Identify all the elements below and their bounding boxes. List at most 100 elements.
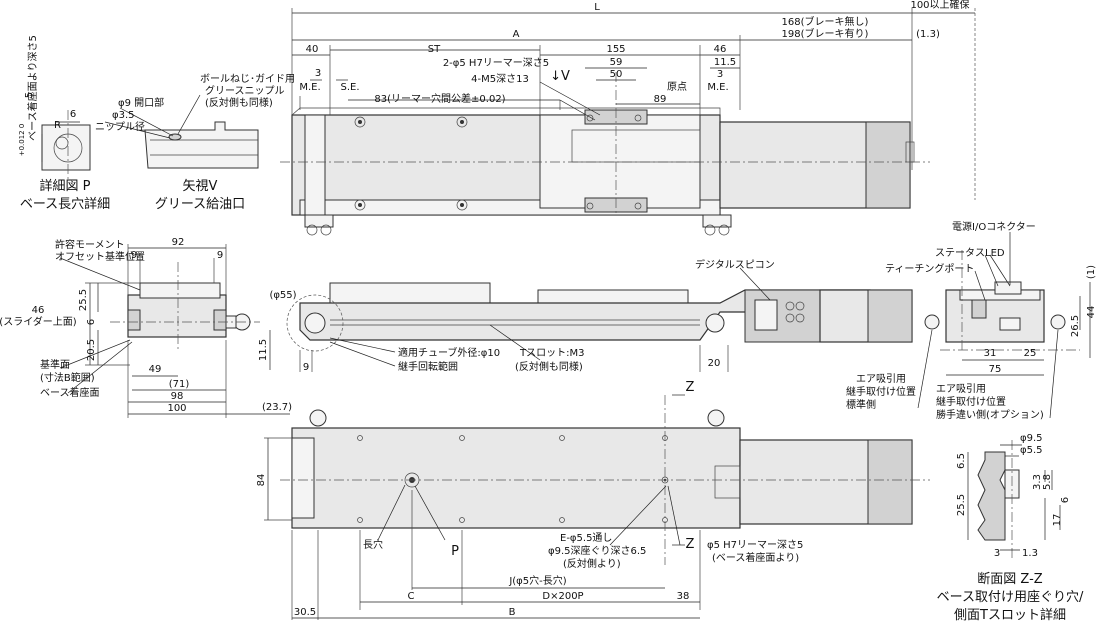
side-phi55: (φ55) [269, 290, 296, 301]
bottom-view [264, 394, 930, 620]
right-teaching: ティーチングポート [885, 262, 974, 275]
right-air2b: 継手取付け位置 [936, 395, 1006, 408]
end-view [59, 244, 290, 418]
end-dim-20-5: 20.5 [86, 339, 97, 361]
detail-p-5: 5 [24, 92, 35, 98]
end-dim-49: 49 [149, 364, 162, 375]
detail-p-title: 詳細図 P [40, 178, 91, 194]
detail-v-note3: (反対側も同様) [205, 96, 273, 109]
section-dim-6-5: 6.5 [956, 453, 967, 469]
dim-168: 168(ブレーキ無し) [782, 15, 869, 28]
section-dim-5-8: 5.8 [1042, 474, 1053, 490]
bottom-dim-J: J(φ5穴-長穴) [508, 574, 566, 587]
bottom-dim-30-5: 30.5 [294, 607, 316, 618]
section-title: 断面図 Z-Z [977, 572, 1043, 587]
reamer-tolerance: 83(リーマー穴間公差±0.02) [374, 92, 505, 105]
dim-11-5: 11.5 [714, 57, 736, 68]
dim-155: 155 [606, 44, 625, 55]
bottom-dim-D: D×200P [542, 591, 583, 602]
right-power: 電源I/Oコネクター [952, 220, 1036, 233]
dim-3-left: 3 [315, 68, 321, 79]
dim-1-3: (1.3) [916, 29, 940, 40]
detail-p-6: 6 [70, 109, 76, 120]
end-dim-100: 100 [167, 403, 186, 414]
detail-v-title: 矢視V [183, 179, 218, 194]
section-dim-3-3: 3.3 [1032, 474, 1043, 490]
dim-40: 40 [306, 44, 319, 55]
m5-note: 4-M5深さ13 [471, 73, 529, 85]
bottom-e-phi2: φ9.5深座ぐり深さ6.5 [548, 544, 646, 557]
detail-p [41, 110, 91, 180]
bottom-dim-C: C [408, 591, 415, 602]
detail-p-subtitle: ベース長穴詳細 [20, 196, 110, 212]
end-ref2: (寸法B範囲) [40, 371, 95, 384]
section-dim-3: 3 [994, 548, 1000, 559]
side-dim-20: 20 [708, 358, 721, 369]
dim-89: 89 [654, 94, 667, 105]
section-phi9-5: φ9.5 [1020, 433, 1043, 444]
bottom-z-bottom: Z [686, 537, 695, 552]
dim-59: 59 [610, 57, 623, 68]
right-dim-25: 25 [1024, 348, 1037, 359]
detail-v-note1: ボールねじ･ガイド用 [200, 73, 295, 85]
end-moment2: オフセット基準位置 [55, 250, 145, 263]
bottom-dim-B: B [509, 607, 516, 618]
reamer-note: 2-φ5 H7リーマー深さ5 [443, 57, 549, 69]
right-air1c: 標準側 [846, 398, 876, 411]
dim-50: 50 [610, 69, 623, 80]
end-dim-71: (71) [169, 379, 190, 390]
section-dim-1-3: 1.3 [1022, 548, 1038, 559]
origin-label: 原点 [667, 81, 687, 93]
side-rot-range: 継手回転範囲 [398, 360, 458, 373]
bottom-long-hole: 長穴 [363, 538, 383, 551]
bottom-e-phi3: (反対側より) [563, 557, 621, 570]
detail-v-note2: グリースニップル [205, 84, 285, 97]
detail-v-nipple: ニップル径 [95, 120, 145, 133]
end-dim-9b: 9 [217, 250, 223, 261]
side-tube: 適用チューブ外径:φ10 [398, 346, 500, 359]
dim-L: L [594, 2, 600, 13]
end-dim-6: 6 [86, 319, 97, 325]
end-dim-46: 46 [32, 305, 45, 316]
me-left: M.E. [299, 82, 320, 93]
side-tslot2: (反対側も同様) [515, 360, 583, 373]
dim-A: A [513, 29, 520, 40]
arrow-v: ↓V [550, 69, 570, 84]
me-right: M.E. [707, 82, 728, 93]
bottom-body [291, 427, 741, 529]
bottom-dim-84: 84 [256, 474, 267, 487]
section-subtitle1: ベース取付け用座ぐり穴/ [937, 590, 1084, 605]
bottom-z-top: Z [686, 380, 695, 395]
side-dim-9: 9 [303, 362, 309, 373]
end-base-seat: ベース着座面 [40, 386, 100, 399]
right-dim-44: 44 [1086, 306, 1097, 319]
detail-p-tol: +0.012 0 [18, 124, 26, 157]
side-tslot1: Tスロット:M3 [519, 348, 584, 359]
dim-ST: ST [428, 44, 441, 55]
side-view [286, 267, 913, 372]
right-air2a: エア吸引用 [936, 383, 986, 395]
end-dim-11-5: 11.5 [258, 339, 269, 361]
end-slider-top: (スライダー上面) [0, 315, 77, 328]
end-ref1: 基準面 [40, 358, 70, 371]
bottom-phi5-2: (ベース着座面より) [712, 551, 799, 564]
bottom-phi5-1: φ5 H7リーマー深さ5 [707, 539, 803, 551]
dim-100-min: 100以上確保 [910, 0, 969, 11]
end-dim-25-5: 25.5 [78, 289, 89, 311]
detail-v-phi35: φ3.5 [112, 110, 135, 121]
end-dim-92: 92 [172, 237, 185, 248]
section-dim-17: 17 [1052, 514, 1063, 527]
detail-p-r: R [54, 120, 61, 131]
right-dim-26-5: 26.5 [1070, 315, 1081, 337]
right-air1b: 継手取付け位置 [846, 385, 916, 398]
bottom-e-phi1: E-φ5.5通し [560, 532, 612, 544]
top-view [280, 8, 976, 236]
bottom-p-label: P [451, 544, 459, 559]
detail-v-phi9: φ9 開口部 [118, 96, 164, 109]
end-dim-9a: 9 [131, 250, 137, 261]
detail-p-depth: ベース着座面より深さ5 [26, 35, 39, 141]
se-label: S.E. [340, 82, 359, 93]
right-air1a: エア吸引用 [856, 373, 906, 385]
section-dim-6: 6 [1060, 497, 1071, 503]
